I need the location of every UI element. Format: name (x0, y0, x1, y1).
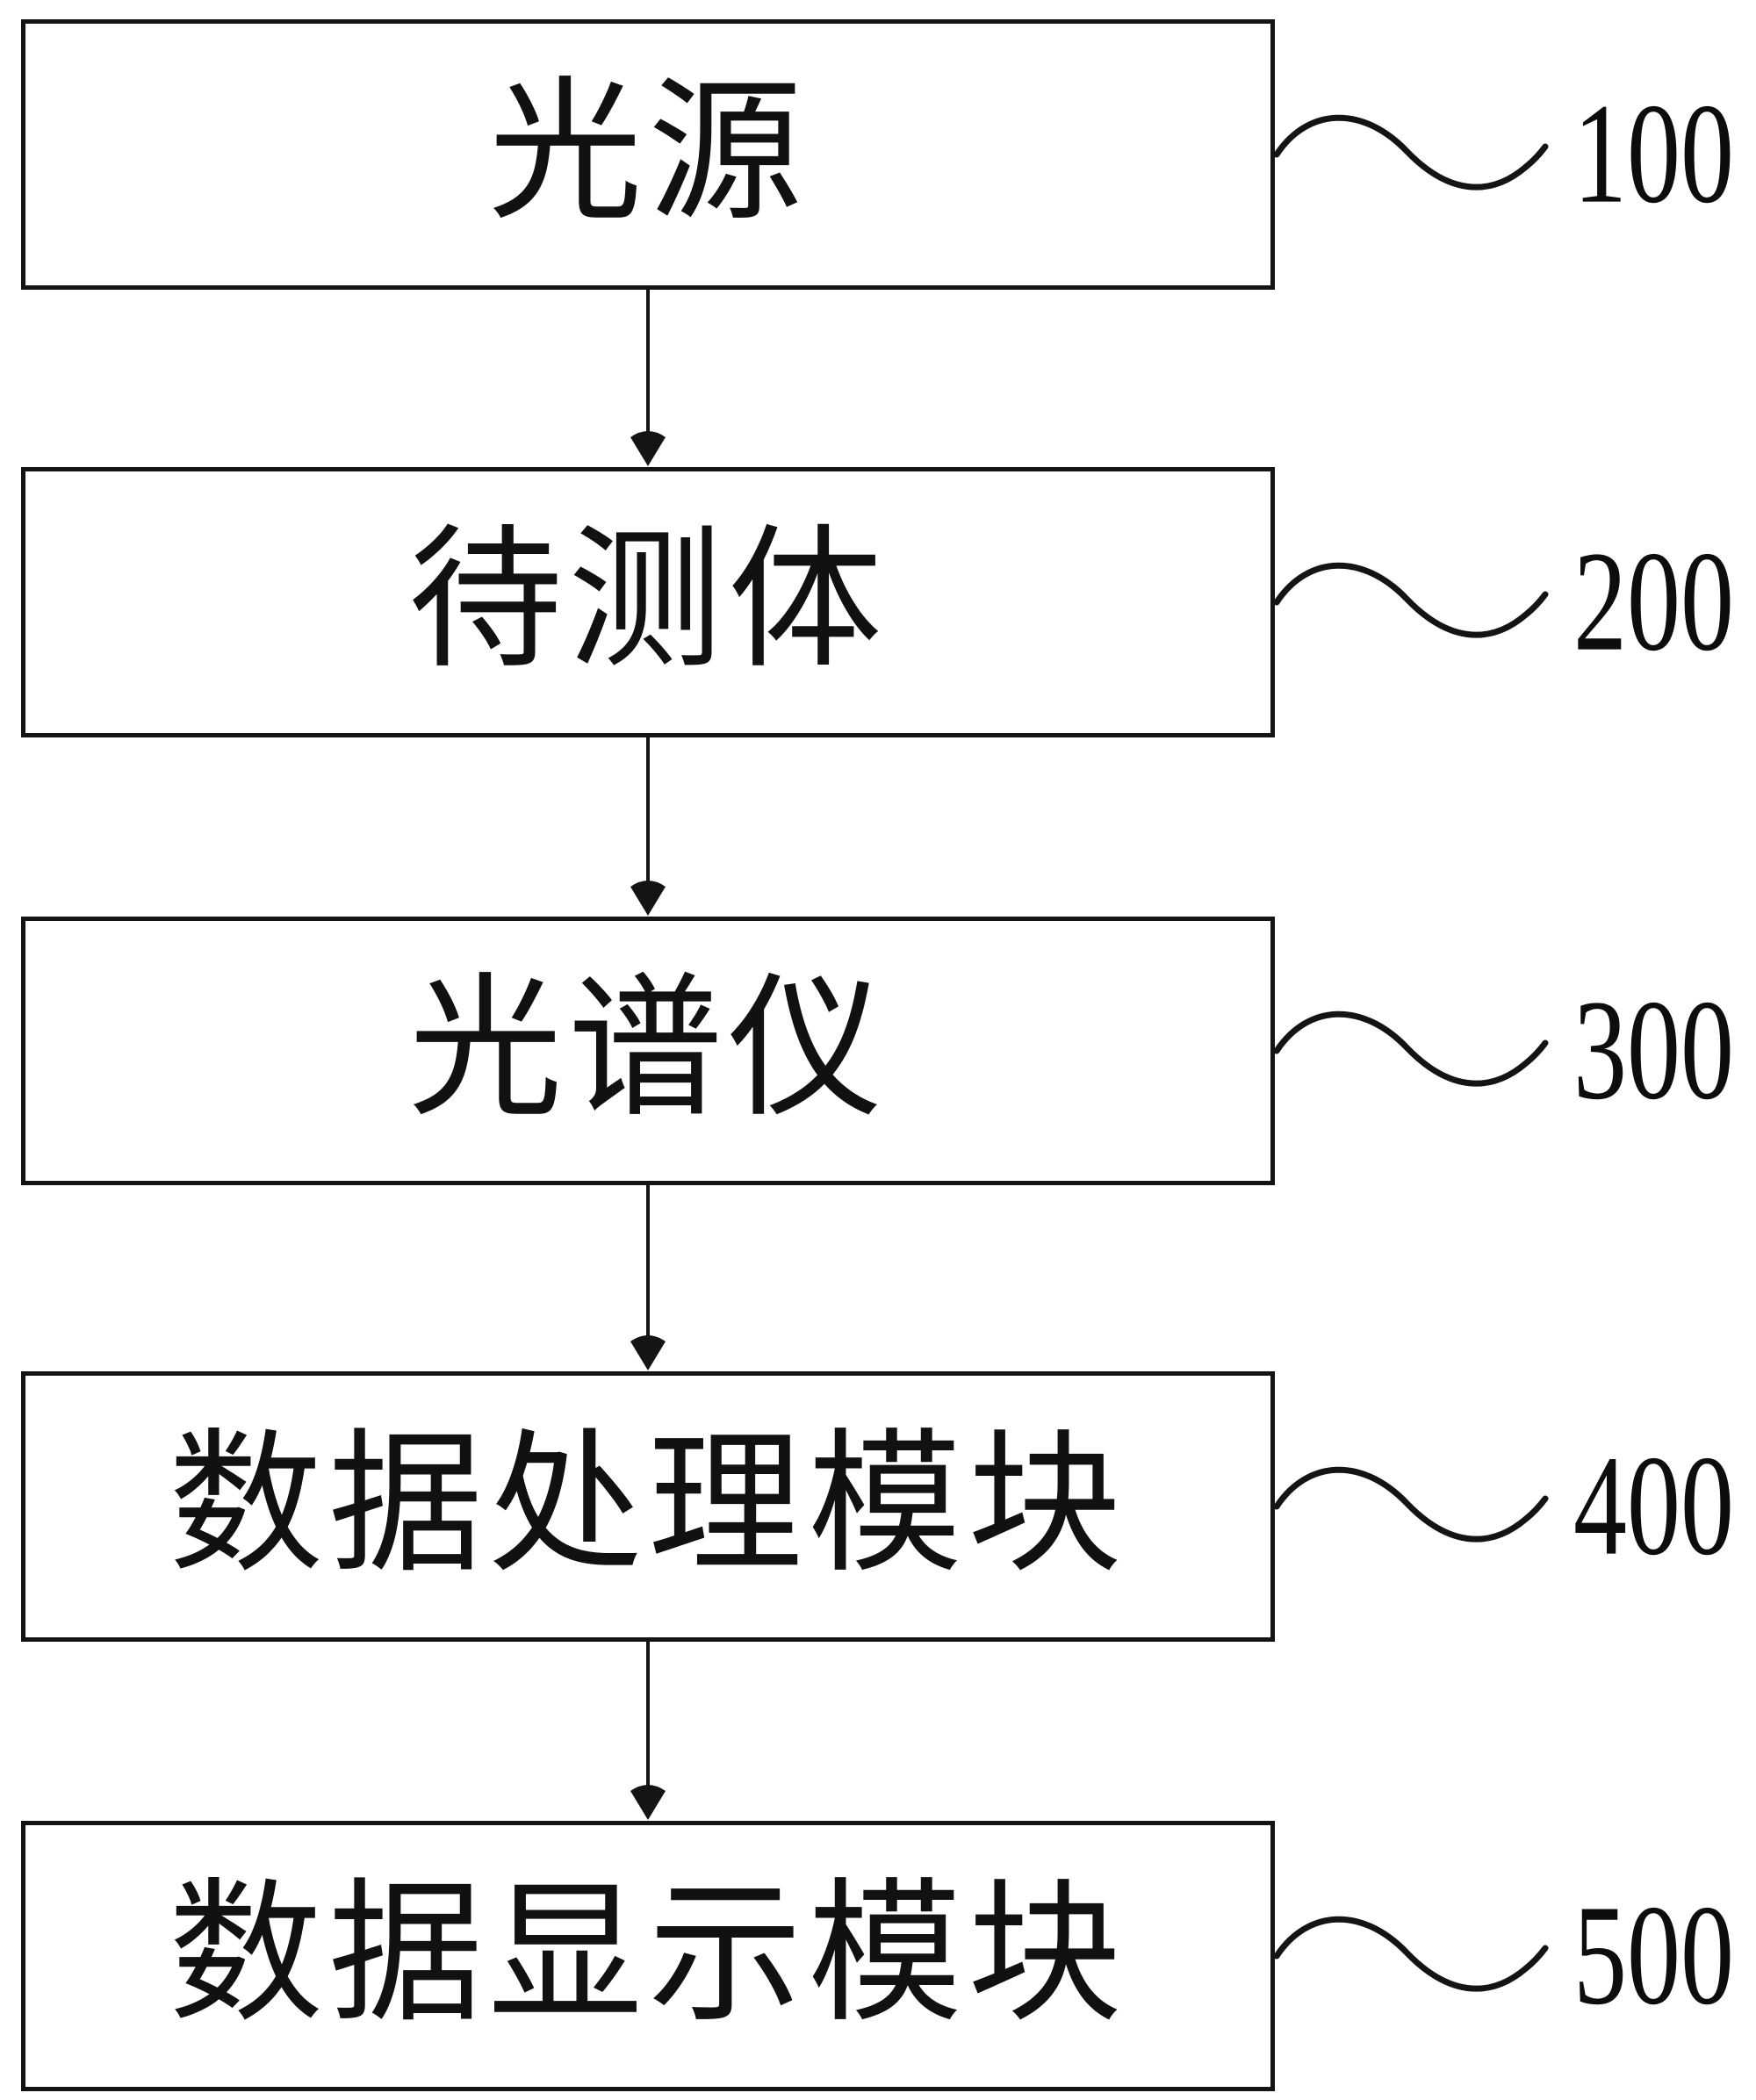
squiggle-connector-icon (1275, 1466, 1549, 1543)
reference-number: 500 (1573, 1875, 1734, 2035)
module-box-data-processing: 数据处理模块 (21, 1371, 1275, 1642)
arrowhead-icon (630, 1335, 666, 1370)
module-box-spectrometer: 光谱仪 (21, 917, 1275, 1185)
squiggle-connector-icon (1275, 1916, 1549, 1992)
module-label: 数据处理模块 (168, 1420, 1127, 1592)
module-label: 待测体 (407, 516, 888, 687)
reference-number: 200 (1573, 521, 1734, 681)
squiggle-connector-icon (1275, 1010, 1549, 1087)
flow-arrow-shaft (646, 1642, 650, 1816)
reference-number: 400 (1573, 1426, 1734, 1586)
arrowhead-icon (630, 881, 666, 916)
module-label: 光谱仪 (407, 965, 888, 1136)
module-box-object-under-test: 待测体 (21, 467, 1275, 737)
squiggle-connector-icon (1275, 114, 1549, 191)
arrowhead-icon (630, 431, 666, 466)
module-box-data-display: 数据显示模块 (21, 1821, 1275, 2091)
squiggle-connector-icon (1275, 562, 1549, 638)
flow-arrow-shaft (646, 1185, 650, 1366)
arrowhead-icon (630, 1785, 666, 1820)
module-box-light-source: 光源 (21, 19, 1275, 290)
module-label: 数据显示模块 (168, 1870, 1127, 2041)
reference-number: 100 (1573, 74, 1734, 234)
flow-arrow-shaft (646, 290, 650, 462)
module-label: 光源 (487, 68, 808, 240)
flow-arrow-shaft (646, 737, 650, 911)
reference-number: 300 (1573, 970, 1734, 1130)
